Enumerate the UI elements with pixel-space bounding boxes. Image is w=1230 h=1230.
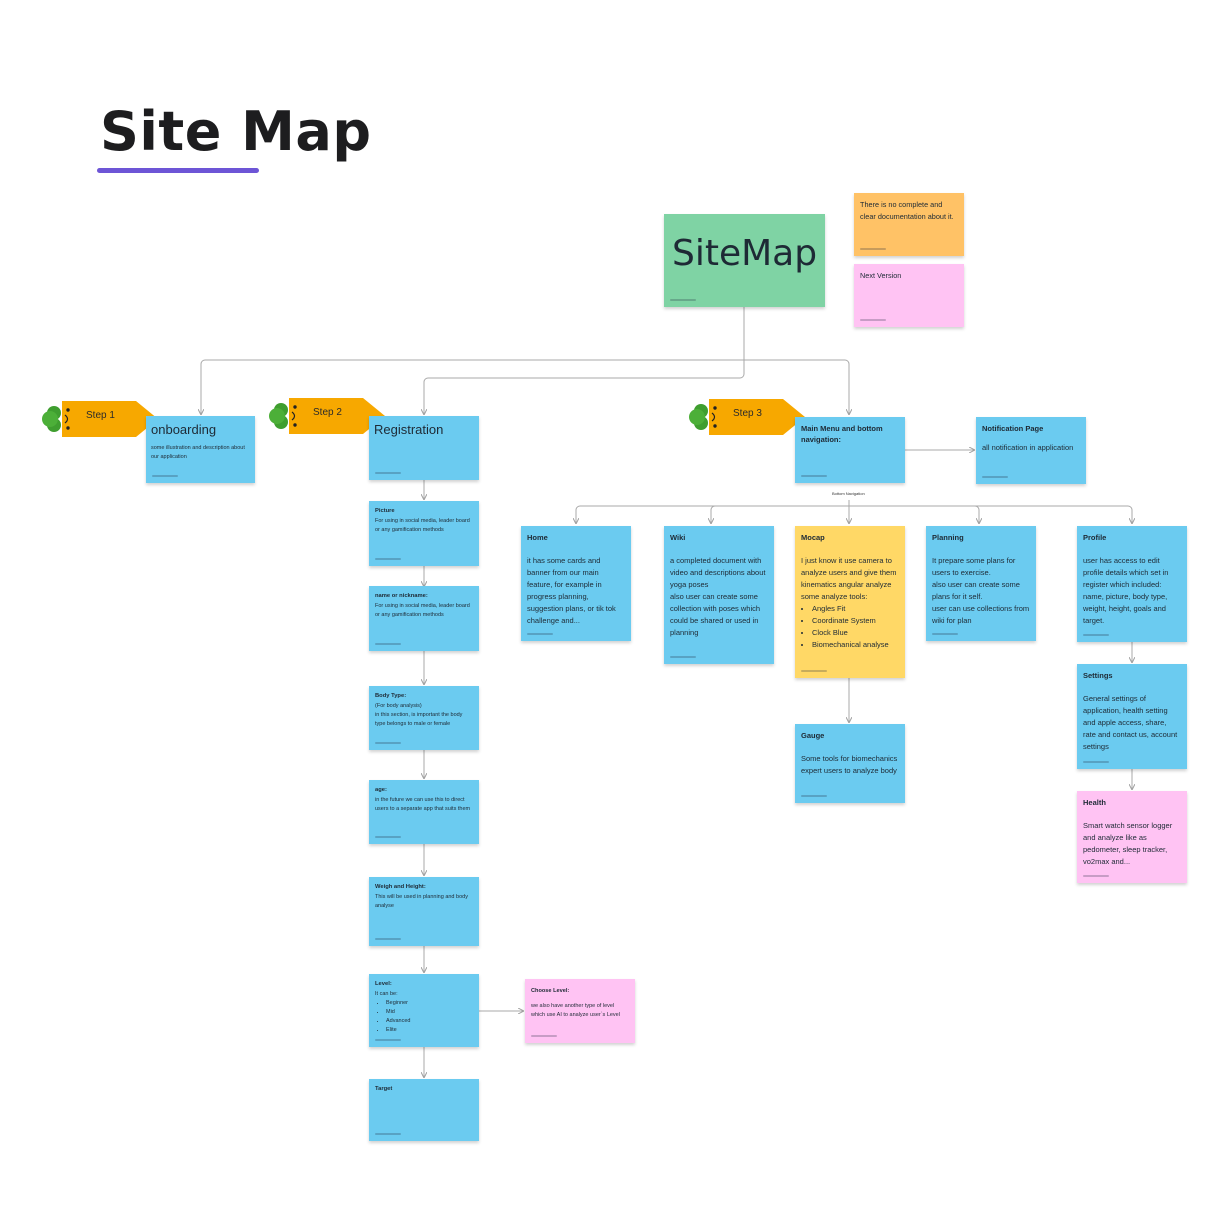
age-note[interactable]: age: in the future we can use this to di… xyxy=(369,780,479,844)
registration-title: Registration xyxy=(374,422,444,437)
mocap-note[interactable]: Mocap I just know it use camera to analy… xyxy=(795,526,905,678)
step-1-label: Step 1 xyxy=(86,410,115,421)
home-note[interactable]: Home it has some cards and banner from o… xyxy=(521,526,631,641)
body-type-note[interactable]: Body Type: (For body analysis) in this s… xyxy=(369,686,479,750)
carrot-icon xyxy=(42,401,158,437)
title-underline xyxy=(97,168,259,173)
gauge-note[interactable]: Gauge Some tools for biomechanics expert… xyxy=(795,724,905,803)
picture-note[interactable]: Picture For using in social media, leade… xyxy=(369,501,479,566)
notification-page-note[interactable]: Notification Page all notification in ap… xyxy=(976,417,1086,484)
health-note[interactable]: Health Smart watch sensor logger and ana… xyxy=(1077,791,1187,883)
settings-note[interactable]: Settings General settings of application… xyxy=(1077,664,1187,769)
documentation-note[interactable]: There is no complete and clear documenta… xyxy=(854,193,964,256)
step-1-tag: Step 1 xyxy=(42,397,192,441)
main-menu-note[interactable]: Main Menu and bottom navigation: xyxy=(795,417,905,483)
sitemap-root-note[interactable]: SiteMap xyxy=(664,214,825,307)
step-2-tag: Step 2 xyxy=(269,394,419,438)
next-version-note[interactable]: Next Version xyxy=(854,264,964,327)
carrot-icon xyxy=(269,398,385,434)
nickname-note[interactable]: name or nickname: For using in social me… xyxy=(369,586,479,651)
profile-note[interactable]: Profile user has access to edit profile … xyxy=(1077,526,1187,642)
onboarding-note[interactable]: onboarding some illustration and descrip… xyxy=(146,416,255,483)
step-3-label: Step 3 xyxy=(733,408,762,419)
page-title: Site Map xyxy=(100,100,372,163)
target-note[interactable]: Target xyxy=(369,1079,479,1141)
onboarding-title: onboarding xyxy=(151,422,217,437)
level-list: Beginner Mid Advanced Elite xyxy=(375,999,473,1035)
weigh-height-note[interactable]: Weigh and Height: This will be used in p… xyxy=(369,877,479,946)
carrot-icon xyxy=(689,399,805,435)
level-note[interactable]: Level: It can be: Beginner Mid Advanced … xyxy=(369,974,479,1047)
step-3-tag: Step 3 xyxy=(689,395,839,439)
wiki-note[interactable]: Wiki a completed document with video and… xyxy=(664,526,774,664)
bottom-navigation-label: Bottom Navigation xyxy=(832,491,865,496)
sitemap-root-title: SiteMap xyxy=(672,233,818,274)
choose-level-note[interactable]: Choose Level: we also have another type … xyxy=(525,979,635,1043)
planning-note[interactable]: Planning It prepare some plans for users… xyxy=(926,526,1036,641)
mocap-tools-list: Angles Fit Coordinate System Clock Blue … xyxy=(801,603,899,651)
registration-note[interactable]: Registration xyxy=(369,416,479,480)
step-2-label: Step 2 xyxy=(313,407,342,418)
